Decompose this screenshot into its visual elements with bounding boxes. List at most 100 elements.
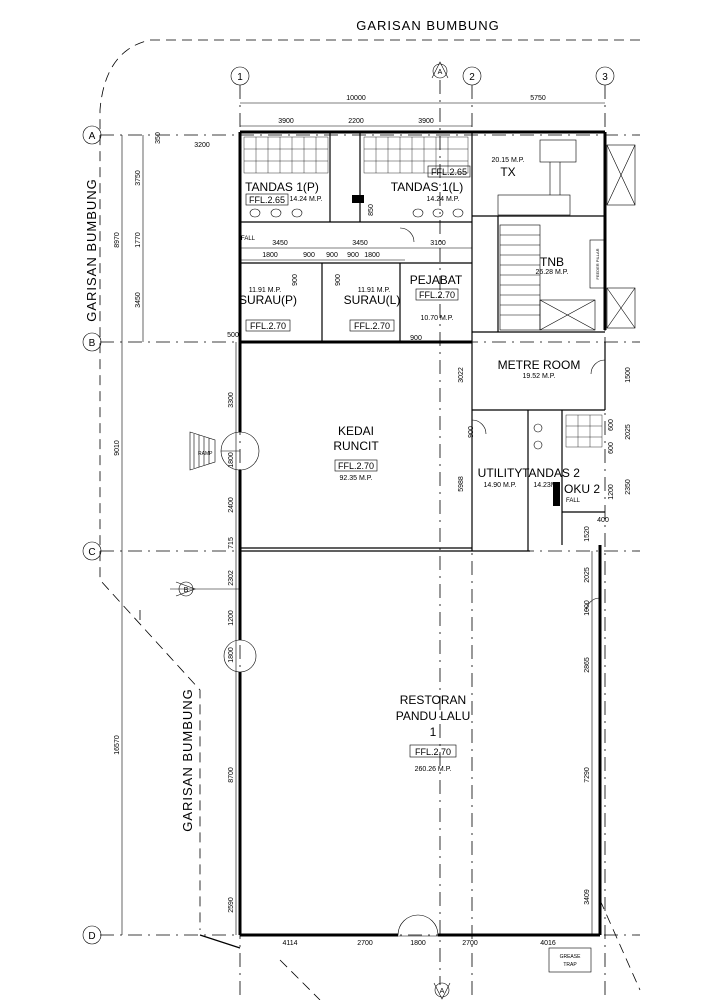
roof-label-left-lower: GARISAN BUMBUNG — [180, 688, 195, 832]
dim-ll-3300: 3300 — [228, 392, 235, 408]
feeder-pillar: FEEDER PILLAR — [589, 144, 636, 329]
dim-left-8970: 8970 — [114, 232, 121, 248]
room-metre-area: 19.52 M.P. — [523, 373, 556, 380]
dim-row2-3100: 3100 — [430, 240, 446, 247]
grid-lines — [100, 80, 640, 995]
ramp: RAMP — [189, 431, 216, 471]
grid-bubble-1: 1 — [230, 66, 250, 86]
svg-text:1: 1 — [237, 72, 243, 83]
dim-left-1770: 1770 — [135, 232, 142, 248]
dim-top-5750: 5750 — [530, 95, 546, 102]
dim-r-1200: 1200 — [608, 484, 615, 500]
dim-r-5988: 5988 — [458, 476, 465, 492]
dim-r-3409: 3409 — [584, 889, 591, 905]
fall-note-1: FALL — [241, 236, 256, 242]
dim-misc-900c: 900 — [410, 335, 422, 342]
room-kedai-area: 92.35 M.P. — [340, 475, 373, 482]
grid-bubble-3: 3 — [595, 66, 615, 86]
room-restoran-name2: PANDU LALU — [396, 709, 470, 723]
room-tandas-1p-name: TANDAS 1(P) — [245, 180, 319, 194]
dim-b-2700b: 2700 — [462, 940, 478, 947]
dim-row3-900c: 900 — [347, 252, 359, 259]
dim-row2-3450a: 3450 — [272, 240, 288, 247]
room-surau-p-ffl: FFL.2.70 — [250, 321, 286, 331]
room-surau-p-name: SURAU(P) — [239, 293, 297, 307]
room-tandas-1l-ffl: FFL.2.65 — [431, 167, 467, 177]
section-marker-b: B — [170, 581, 240, 597]
room-kedai-name1: KEDAI — [338, 424, 374, 438]
room-tx-name: TX — [500, 165, 515, 179]
grid-bubble-2: 2 — [462, 66, 482, 86]
svg-text:A: A — [438, 69, 443, 76]
svg-text:RAMP: RAMP — [198, 451, 213, 457]
dim-r-2865: 2865 — [584, 657, 591, 673]
svg-text:B: B — [89, 338, 96, 349]
dim-row3-1800b: 1800 — [364, 252, 380, 259]
room-restoran-name1: RESTORAN — [400, 693, 466, 707]
roof-label-top: GARISAN BUMBUNG — [356, 18, 500, 33]
dim-r-600a: 600 — [608, 419, 615, 431]
dim-ll-2302: 2302 — [228, 570, 235, 586]
room-tandas-1p-ffl: FFL.2.65 — [249, 195, 285, 205]
entry-apron — [199, 934, 241, 949]
dim-r-600b: 600 — [608, 442, 615, 454]
room-pejabat-ffl: FFL.2.70 — [419, 290, 455, 300]
room-kedai-ffl: FFL.2.70 — [338, 461, 374, 471]
room-tx-area: 20.15 M.P. — [492, 157, 525, 164]
toilet-tiles-p — [243, 136, 329, 174]
dim-row2-3450b: 3450 — [352, 240, 368, 247]
grid-bubble-d: D — [82, 925, 102, 945]
dim-left-9010: 9010 — [114, 440, 121, 456]
door-swings — [220, 227, 606, 936]
dim-top-350: 350 — [155, 132, 162, 144]
dim-row3-900a: 900 — [303, 252, 315, 259]
dim-r-2025b: 2025 — [584, 567, 591, 583]
svg-text:2: 2 — [469, 72, 475, 83]
dim-b-4016: 4016 — [540, 940, 556, 947]
svg-text:C: C — [88, 547, 95, 558]
svg-text:3: 3 — [602, 72, 608, 83]
dim-misc-900a: 900 — [292, 274, 299, 286]
section-marker-a-top: A — [431, 61, 449, 79]
dim-left-16570: 16570 — [114, 735, 121, 755]
room-tandas-1l-name: TANDAS 1(L) — [391, 180, 463, 194]
walls — [238, 130, 607, 937]
dim-row3-900b: 900 — [326, 252, 338, 259]
room-restoran-ffl: FFL.2.70 — [415, 747, 451, 757]
dim-top-3200: 3200 — [194, 142, 210, 149]
room-metre-name: METRE ROOM — [498, 358, 581, 372]
dim-misc-900b: 900 — [335, 274, 342, 286]
dim-top-3900a: 3900 — [278, 118, 294, 125]
room-tandas-2-area: 14.23M — [533, 482, 557, 489]
dim-top-2200: 2200 — [348, 118, 364, 125]
room-pejabat-area: 10.70 M.P. — [421, 315, 454, 322]
dim-r-7290: 7290 — [584, 767, 591, 783]
room-tnb-area: 26.28 M.P. — [536, 269, 569, 276]
dim-top-3900b: 3900 — [418, 118, 434, 125]
section-marker-a-bottom: A — [433, 982, 451, 1000]
sink-icons — [249, 195, 464, 218]
dim-ll-1800b: 1800 — [228, 647, 235, 663]
room-tandas-1p-area: 14.24 M.P. — [290, 196, 323, 203]
dim-ll-8700: 8700 — [228, 767, 235, 783]
dim-r-2025a: 2025 — [625, 424, 632, 440]
dim-b-2700a: 2700 — [357, 940, 373, 947]
dim-misc-850: 850 — [368, 204, 375, 216]
grid-bubble-a: A — [82, 125, 102, 145]
grease-trap: GREASE TRAP — [548, 947, 592, 973]
dim-ll-500: 500 — [227, 332, 239, 339]
dim-ll-2400: 2400 — [228, 497, 235, 513]
svg-text:GREASE: GREASE — [560, 954, 582, 960]
dim-left-3450: 3450 — [135, 292, 142, 308]
transformer-equipment — [497, 139, 577, 216]
dim-ll-1200: 1200 — [228, 610, 235, 626]
dim-ll-1800a: 1800 — [228, 452, 235, 468]
roof-line — [99, 39, 641, 1000]
oku-toilet-tiles — [533, 414, 603, 506]
room-restoran-name3: 1 — [430, 725, 437, 739]
room-oku-2-name: OKU 2 — [564, 482, 600, 496]
dim-ll-2590: 2590 — [228, 897, 235, 913]
dim-r-400: 400 — [597, 517, 609, 524]
dim-b-1800: 1800 — [410, 940, 426, 947]
